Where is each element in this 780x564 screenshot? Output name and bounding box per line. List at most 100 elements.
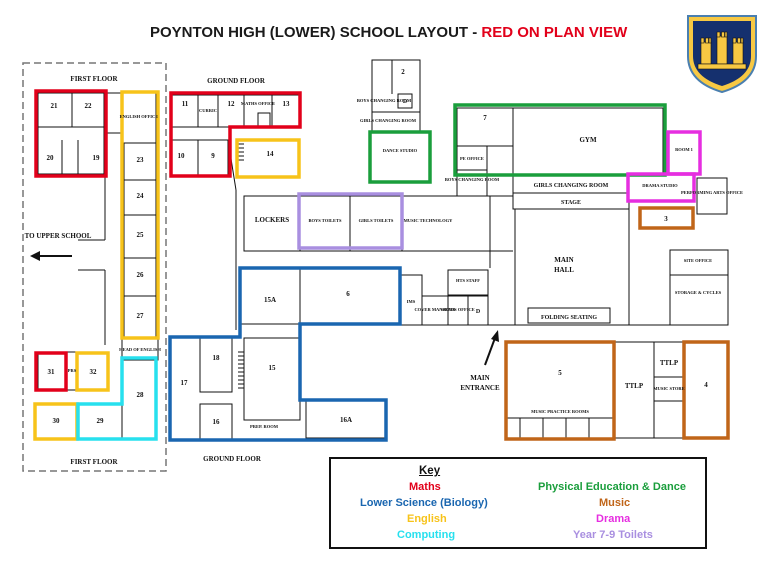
key-music: Music: [599, 497, 631, 509]
room-15a: 15A: [264, 296, 276, 304]
key-science: Lower Science (Biology): [360, 497, 488, 509]
room-7: 7: [483, 114, 487, 122]
room-3: 3: [664, 215, 668, 223]
room-prep-room: PREP. ROOM: [250, 424, 279, 429]
room-boys-changing: BOYS CHANGING ROOM: [357, 98, 412, 103]
room-performing-arts: PERFORMING ARTS OFFICE: [681, 190, 743, 195]
science-block: [168, 266, 402, 442]
room-25: 25: [137, 231, 145, 239]
english-room-32: [75, 351, 110, 392]
drama-studio-outline: [626, 172, 696, 203]
computing-block-28-29: [76, 356, 158, 441]
room-girls-changing: GIRLS CHANGING ROOM: [534, 183, 609, 189]
maths-block-11-13: [169, 91, 302, 178]
music-room-4-outline: [682, 340, 730, 440]
room-folding-seating: FOLDING SEATING: [541, 315, 597, 321]
room-ttlp1: TTLP: [625, 382, 644, 390]
label-main-hall-2: HALL: [554, 266, 574, 274]
room-28: 28: [137, 391, 145, 399]
room-d2: D: [476, 309, 481, 315]
room-21: 21: [51, 102, 59, 110]
room-23: 23: [137, 156, 145, 164]
room-17: 17: [181, 379, 189, 387]
room-4: 4: [704, 381, 708, 389]
room-pe-office: PE OFFICE: [460, 156, 484, 161]
english-room-14: [235, 138, 301, 179]
room-32: 32: [90, 368, 98, 376]
room-music-tech: MUSIC TECHNOLOGY: [404, 218, 454, 223]
room-20: 20: [47, 154, 55, 162]
room-18: 18: [213, 354, 221, 362]
dance-studio-outline: [368, 130, 432, 184]
room-boys-changing-2: BOYS CHANGING ROOM: [445, 177, 500, 182]
key-toilets: Year 7-9 Toilets: [573, 529, 653, 541]
room-prs: PRS: [68, 368, 77, 373]
room-gym: GYM: [579, 136, 597, 144]
room-heads-office: HEADS OFFICE: [441, 307, 475, 312]
key-title: Key: [419, 465, 441, 477]
room-dance-studio: DANCE STUDIO: [383, 148, 418, 153]
room-boys-toilets: BOYS TOILETS: [309, 218, 342, 223]
key-english: English: [407, 513, 447, 525]
room-31: 31: [48, 368, 56, 376]
maths-block-21-22-20-19: [34, 89, 108, 178]
room-2: 2: [401, 68, 405, 76]
label-ground-floor-top: GROUND FLOOR: [207, 77, 266, 85]
english-block-23-27: [120, 90, 160, 340]
room-16a: 16A: [340, 416, 352, 424]
room-site-office: SITE OFFICE: [684, 258, 712, 263]
room-girls-toilets: GIRLS TOILETS: [359, 218, 394, 223]
room-d1: D: [403, 99, 408, 105]
room-cover-manager: COVER MANAGER: [414, 307, 456, 312]
key-pe: Physical Education & Dance: [538, 481, 686, 493]
room-6: 6: [346, 290, 350, 298]
room-girls-changing-small: GIRLS CHANGING ROOM: [360, 118, 417, 123]
room-drama-studio: DRAMA STUDIO: [642, 183, 678, 188]
room-22: 22: [85, 102, 93, 110]
room-30: 30: [53, 417, 61, 425]
label-main-hall-1: MAIN: [554, 256, 573, 264]
room-5: 5: [558, 369, 562, 377]
key-computing: Computing: [397, 529, 456, 541]
upper-school-arrowhead: [30, 251, 40, 261]
room-lockers: LOCKERS: [255, 216, 289, 224]
room-room1: ROOM 1: [675, 147, 694, 152]
room-stage: STAGE: [561, 200, 581, 206]
room-26: 26: [137, 271, 145, 279]
room-14: 14: [267, 150, 275, 158]
room-music-practice: MUSIC PRACTICE ROOMS: [531, 409, 589, 414]
room-16: 16: [213, 418, 221, 426]
title-main: POYNTON HIGH (LOWER) SCHOOL LAYOUT -: [150, 24, 482, 41]
label-ground-floor-bottom: GROUND FLOOR: [203, 455, 262, 463]
school-crest-icon: [687, 15, 757, 94]
room-11: 11: [182, 100, 189, 108]
music-room-5-outline: [504, 340, 616, 441]
room-hts-staff: HTS STAFF: [456, 278, 480, 283]
label-first-floor-bottom: FIRST FLOOR: [70, 458, 118, 466]
key-legend: Key Maths Lower Science (Biology) Englis…: [329, 457, 707, 549]
room-12: 12: [228, 100, 236, 108]
room-music-store: MUSIC STORE: [653, 386, 684, 391]
room-maths-office: MATHS OFFICE: [241, 101, 275, 106]
key-drama: Drama: [596, 513, 631, 525]
title-highlight: RED ON PLAN VIEW: [481, 24, 628, 41]
room-29: 29: [97, 417, 105, 425]
maths-room-31: [34, 351, 68, 392]
label-main-entrance-1: MAIN: [470, 374, 489, 382]
room-english-office: ENGLISH OFFICE: [120, 114, 159, 119]
main-entrance-arrow: [484, 337, 496, 366]
pe-block-outline: [453, 103, 667, 177]
room-27: 27: [137, 312, 145, 320]
label-first-floor-top: FIRST FLOOR: [70, 75, 118, 83]
room-19: 19: [93, 154, 101, 162]
room-ims: IMS: [407, 299, 416, 304]
first-floor-boundary: [22, 62, 167, 472]
room-15: 15: [269, 364, 277, 372]
label-main-entrance-2: ENTRANCE: [460, 384, 500, 392]
page-title: POYNTON HIGH (LOWER) SCHOOL LAYOUT - RED…: [150, 24, 627, 41]
year7-9-toilets: [297, 192, 404, 250]
room-10: 10: [178, 152, 186, 160]
drama-room1-outline: [666, 130, 702, 176]
room-head-english: HEAD OF ENGLISH: [119, 347, 161, 352]
